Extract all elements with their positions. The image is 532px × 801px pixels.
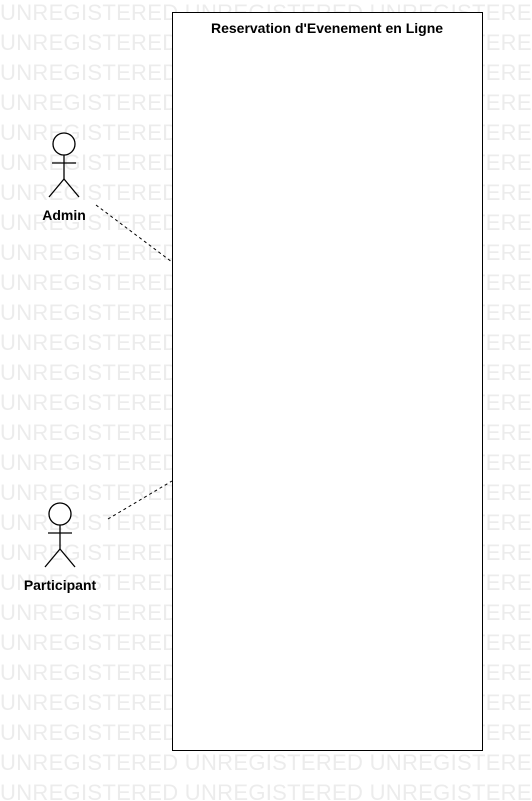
- actor-participant-label: Participant: [24, 577, 97, 593]
- actor-admin-label: Admin: [42, 207, 86, 223]
- admin-stick-figure-icon: [48, 132, 80, 198]
- system-boundary[interactable]: Reservation d'Evenement en Ligne: [172, 12, 483, 751]
- admin-association-line[interactable]: [95, 204, 173, 263]
- participant-stick-figure-icon: [44, 502, 76, 568]
- actor-admin[interactable]: Admin: [42, 132, 86, 223]
- system-boundary-rect[interactable]: [172, 12, 483, 751]
- system-title: Reservation d'Evenement en Ligne: [211, 20, 443, 36]
- actor-participant[interactable]: Participant: [24, 502, 97, 593]
- participant-association-line[interactable]: [107, 480, 173, 520]
